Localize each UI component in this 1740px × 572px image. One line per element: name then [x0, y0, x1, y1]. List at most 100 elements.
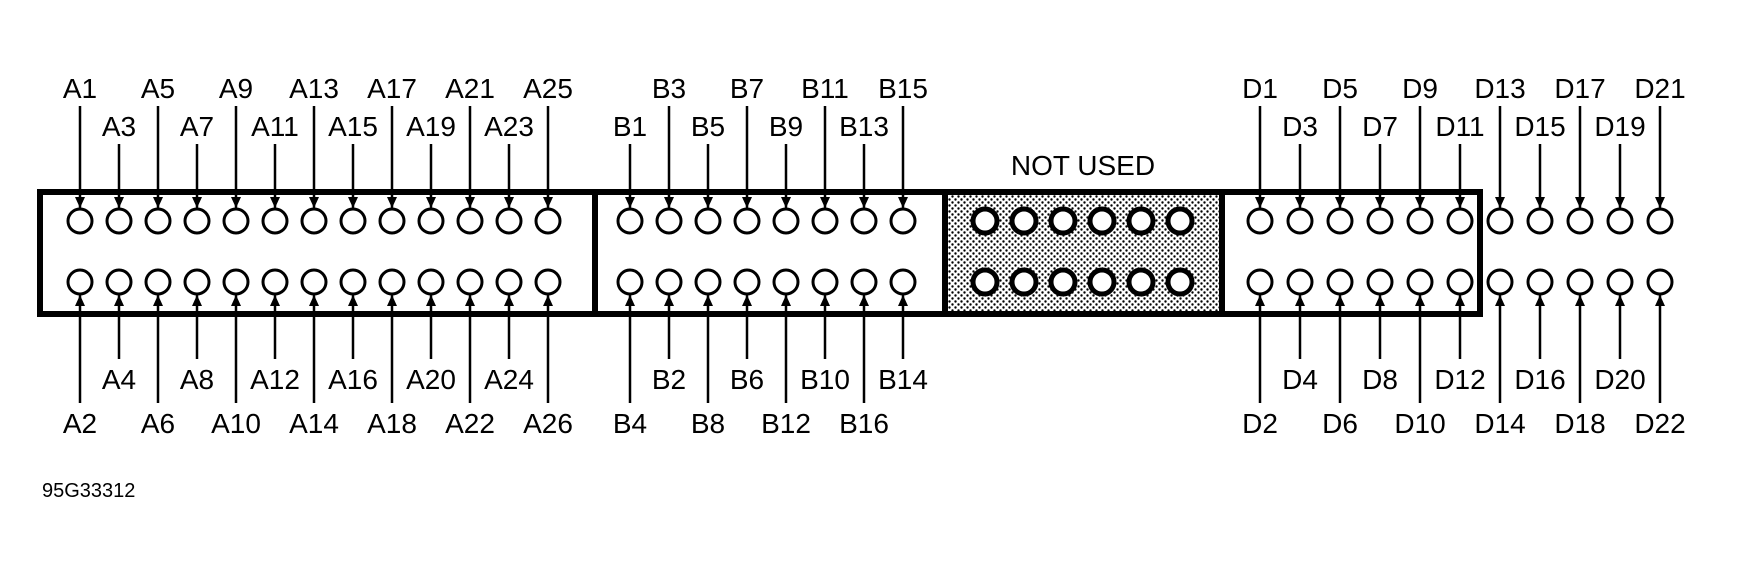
arrow-a23-head [504, 197, 514, 208]
arrow-a19-head [426, 197, 436, 208]
not-used-pin-top-6 [1165, 206, 1195, 236]
arrow-d3-head [1295, 197, 1305, 208]
pin-d-top-11 [1646, 207, 1674, 235]
pin-a-top-5 [222, 207, 250, 235]
pin-b-bottom-3 [694, 268, 722, 296]
arrow-d16-head [1535, 295, 1545, 306]
pin-label-d11: D11 [1435, 111, 1484, 142]
pin-d-bottom-2 [1286, 268, 1314, 296]
pin-d-bottom-3 [1326, 268, 1354, 296]
pin-label-b10: B10 [800, 364, 850, 395]
pin-a-bottom-2 [105, 268, 133, 296]
not-used-pin-bottom-5 [1126, 267, 1156, 297]
pin-a-top-8 [339, 207, 367, 235]
arrow-b9-head [781, 197, 791, 208]
arrow-a25-head [543, 197, 553, 208]
arrow-d1-head [1255, 197, 1265, 208]
arrow-d17-head [1575, 197, 1585, 208]
arrow-b11-head [820, 197, 830, 208]
pin-a-top-11 [456, 207, 484, 235]
pin-label-b8: B8 [691, 408, 725, 439]
arrow-d8-head [1375, 295, 1385, 306]
arrow-d5-head [1335, 197, 1345, 208]
pin-label-b14: B14 [878, 364, 928, 395]
pin-a-bottom-13 [534, 268, 562, 296]
pin-label-d2: D2 [1242, 408, 1278, 439]
pin-label-a14: A14 [289, 408, 339, 439]
pin-d-top-2 [1286, 207, 1314, 235]
pin-d-bottom-9 [1566, 268, 1594, 296]
pin-label-d12: D12 [1434, 364, 1485, 395]
arrow-a1-head [75, 197, 85, 208]
arrow-a26-head [543, 295, 553, 306]
arrow-a14-head [309, 295, 319, 306]
not-used-pin-top-1 [970, 206, 1000, 236]
arrow-a5-head [153, 197, 163, 208]
arrow-d10-head [1415, 295, 1425, 306]
pin-a-top-4 [183, 207, 211, 235]
not-used-pin-bottom-4 [1087, 267, 1117, 297]
pin-label-a5: A5 [141, 73, 175, 104]
pin-label-d7: D7 [1362, 111, 1398, 142]
pin-label-a7: A7 [180, 111, 214, 142]
pin-label-a9: A9 [219, 73, 253, 104]
arrow-d2-head [1255, 295, 1265, 306]
pin-a-top-9 [378, 207, 406, 235]
arrow-b16-head [859, 295, 869, 306]
pin-b-top-6 [811, 207, 839, 235]
pin-label-b4: B4 [613, 408, 647, 439]
arrow-d6-head [1335, 295, 1345, 306]
pin-label-d9: D9 [1402, 73, 1438, 104]
arrow-a8-head [192, 295, 202, 306]
arrow-a18-head [387, 295, 397, 306]
not-used-pin-top-2 [1009, 206, 1039, 236]
arrow-a3-head [114, 197, 124, 208]
pin-a-top-6 [261, 207, 289, 235]
not-used-pin-top-3 [1048, 206, 1078, 236]
arrow-a9-head [231, 197, 241, 208]
pin-label-a16: A16 [328, 364, 378, 395]
not-used-pin-bottom-2 [1009, 267, 1039, 297]
pin-label-a26: A26 [523, 408, 573, 439]
pin-label-d3: D3 [1282, 111, 1318, 142]
arrow-d9-head [1415, 197, 1425, 208]
pin-label-d14: D14 [1474, 408, 1525, 439]
pin-d-top-7 [1486, 207, 1514, 235]
pin-a-top-10 [417, 207, 445, 235]
arrow-b5-head [703, 197, 713, 208]
pin-label-b13: B13 [839, 111, 889, 142]
pin-a-bottom-10 [417, 268, 445, 296]
pin-label-d4: D4 [1282, 364, 1318, 395]
pin-label-a12: A12 [250, 364, 300, 395]
pin-label-b9: B9 [769, 111, 803, 142]
pin-d-top-1 [1246, 207, 1274, 235]
pin-label-d5: D5 [1322, 73, 1358, 104]
not-used-pin-top-4 [1087, 206, 1117, 236]
pin-label-d15: D15 [1514, 111, 1565, 142]
arrow-d11-head [1455, 197, 1465, 208]
pin-a-bottom-12 [495, 268, 523, 296]
pin-a-bottom-5 [222, 268, 250, 296]
pin-a-bottom-9 [378, 268, 406, 296]
arrow-a6-head [153, 295, 163, 306]
pin-label-d8: D8 [1362, 364, 1398, 395]
pin-b-top-1 [616, 207, 644, 235]
arrows-group [75, 106, 1665, 403]
pin-b-bottom-5 [772, 268, 800, 296]
arrow-b6-head [742, 295, 752, 306]
pin-label-b1: B1 [613, 111, 647, 142]
pin-a-bottom-6 [261, 268, 289, 296]
arrow-a12-head [270, 295, 280, 306]
pin-d-bottom-1 [1246, 268, 1274, 296]
pin-label-a2: A2 [63, 408, 97, 439]
pin-a-bottom-8 [339, 268, 367, 296]
pin-d-top-4 [1366, 207, 1394, 235]
pin-label-b11: B11 [801, 73, 849, 104]
arrow-b8-head [703, 295, 713, 306]
arrow-b15-head [898, 197, 908, 208]
pin-label-a24: A24 [484, 364, 534, 395]
arrow-a16-head [348, 295, 358, 306]
arrow-b12-head [781, 295, 791, 306]
pin-a-bottom-7 [300, 268, 328, 296]
